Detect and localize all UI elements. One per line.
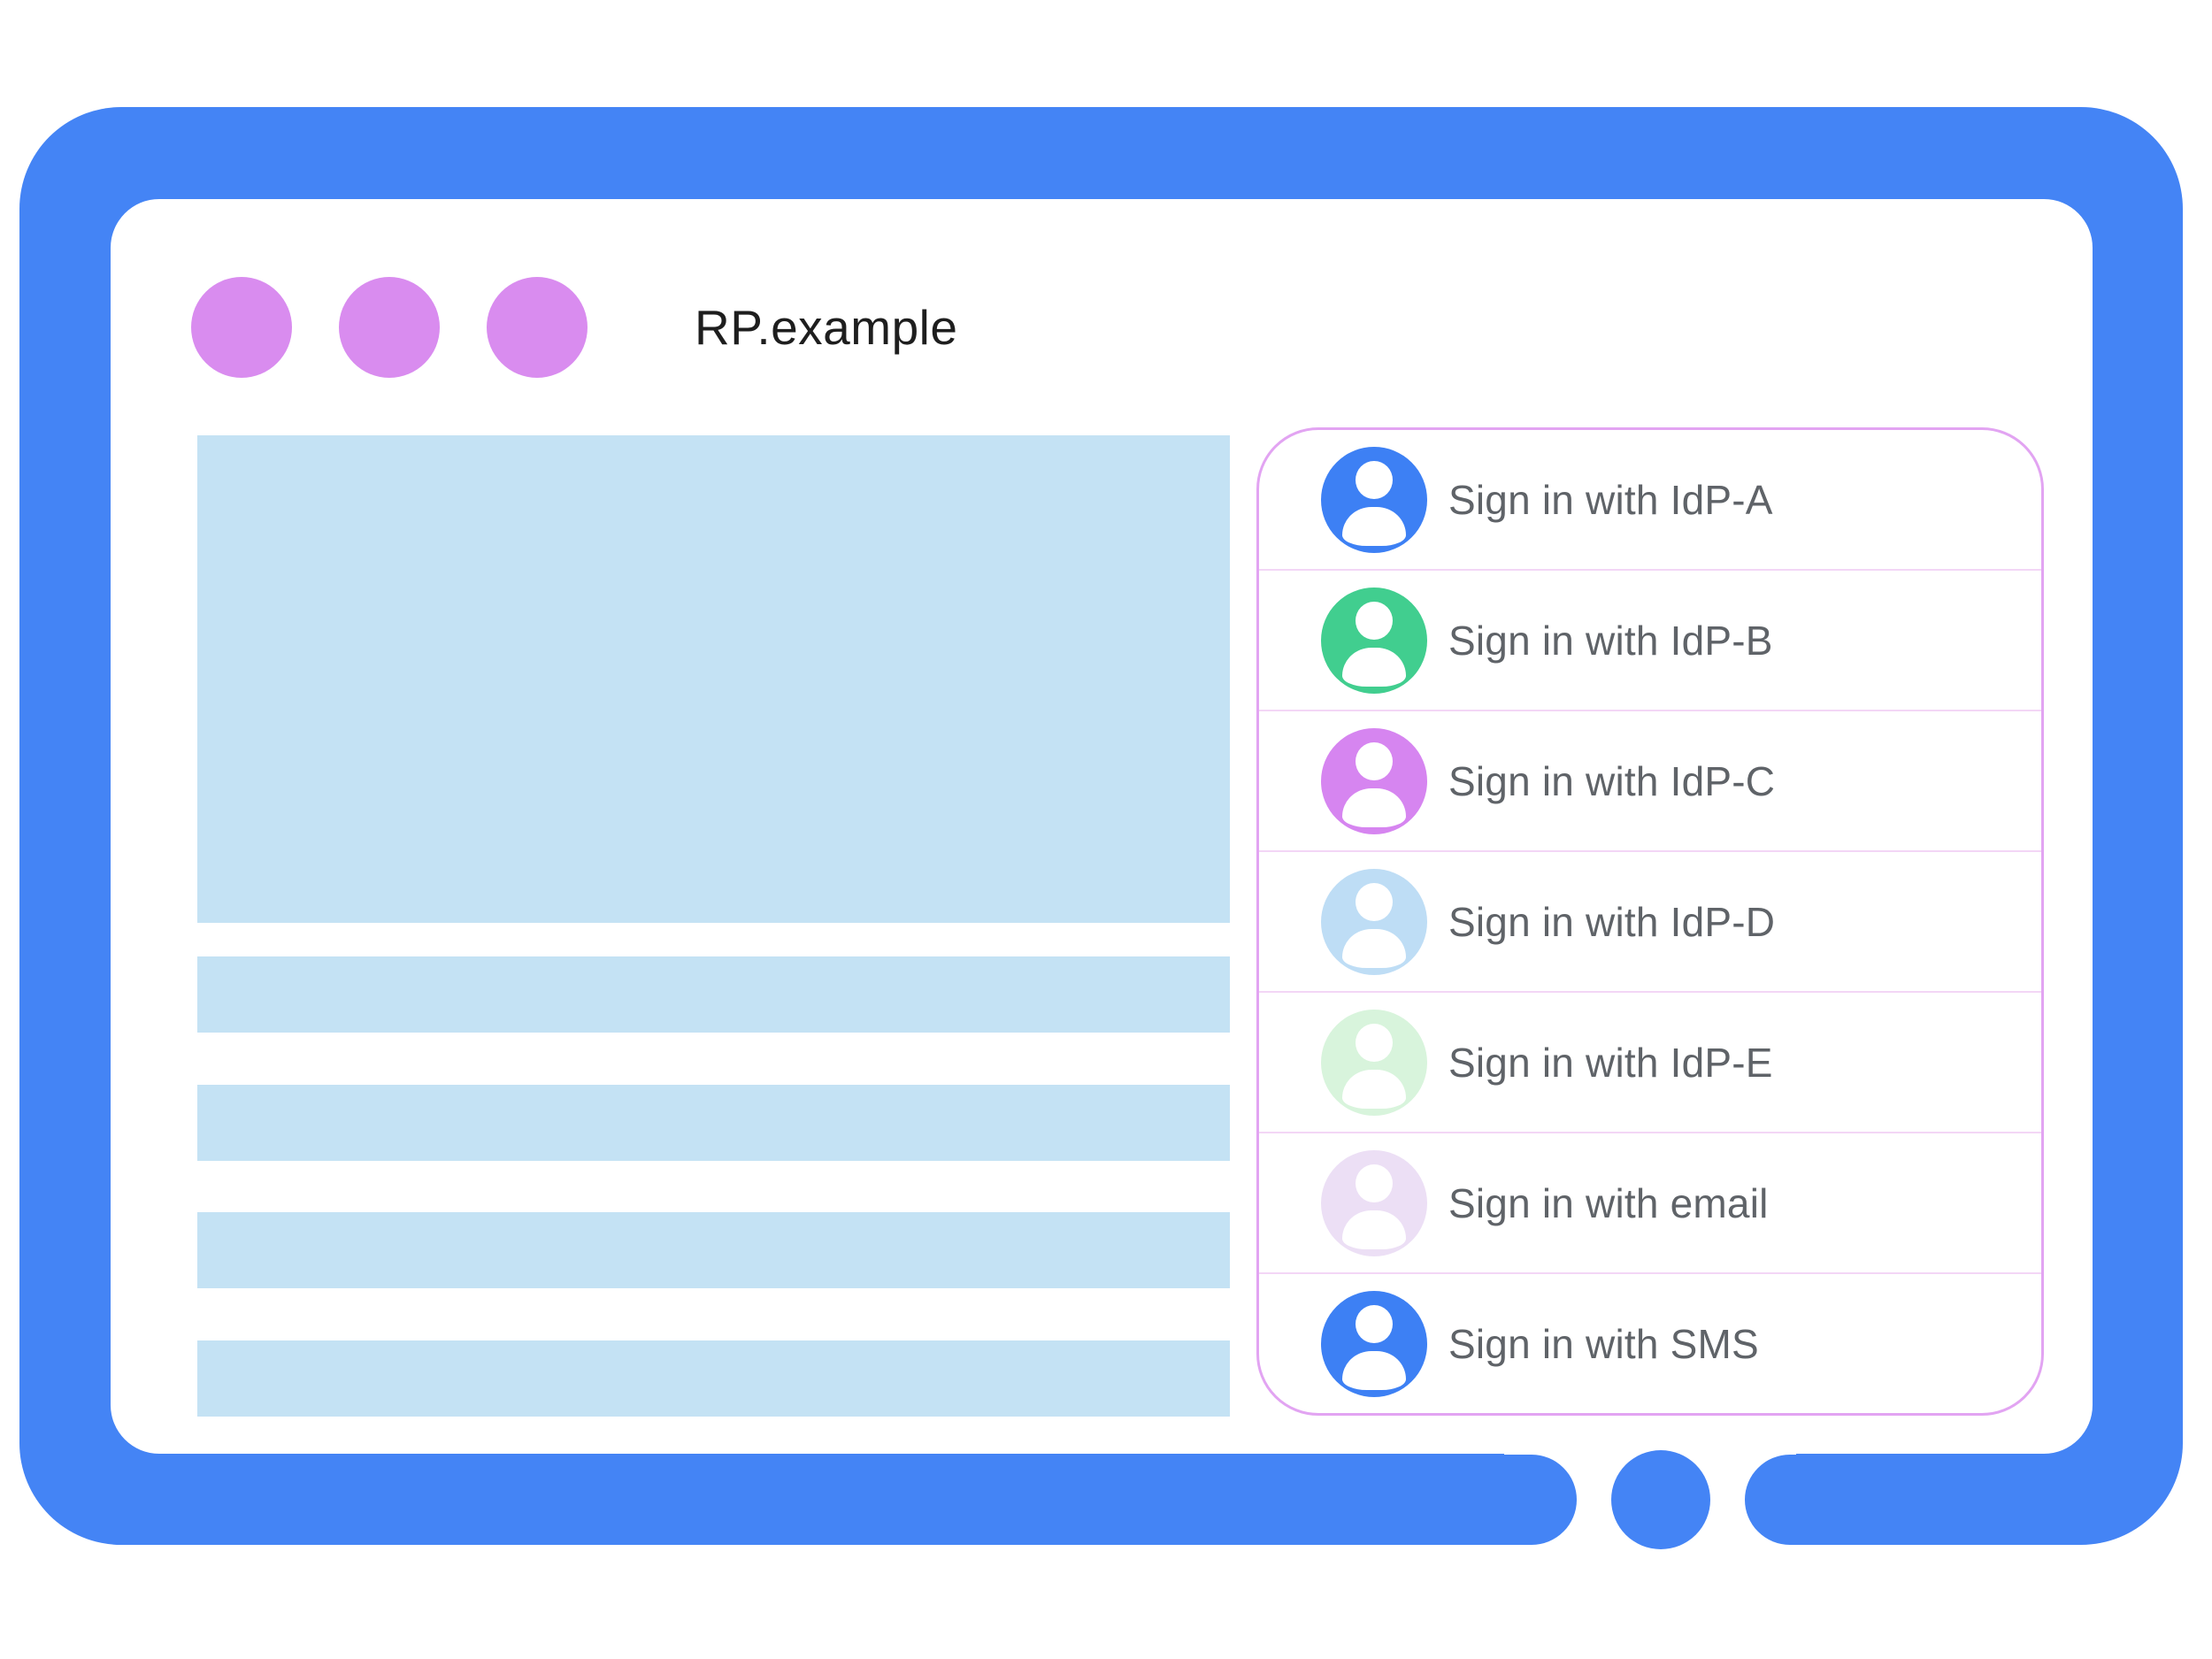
tablet-frame: RP.example Sign in with IdP-A	[19, 107, 2183, 1568]
avatar-shoulders-shape	[1342, 928, 1406, 969]
user-avatar-icon	[1321, 1290, 1427, 1397]
signin-option[interactable]: Sign in with email	[1259, 1132, 2041, 1272]
avatar-head-shape	[1356, 742, 1393, 781]
signin-option[interactable]: Sign in with IdP-D	[1259, 850, 2041, 991]
signin-option-label: Sign in with IdP-B	[1448, 617, 1773, 664]
user-avatar-icon	[1321, 587, 1427, 694]
avatar-head-shape	[1356, 1164, 1393, 1203]
window-control-dot-icon	[487, 277, 588, 378]
signin-option[interactable]: Sign in with SMS	[1259, 1272, 2041, 1413]
content-placeholder-line	[197, 1085, 1230, 1161]
content-placeholder-line	[197, 956, 1230, 1033]
window-control-dot-icon	[339, 277, 440, 378]
user-avatar-icon	[1321, 1149, 1427, 1256]
signin-option[interactable]: Sign in with IdP-E	[1259, 991, 2041, 1132]
avatar-shoulders-shape	[1342, 506, 1406, 547]
avatar-head-shape	[1356, 602, 1393, 641]
user-avatar-icon	[1321, 446, 1427, 553]
content-placeholder-line	[197, 1340, 1230, 1417]
bezel-right-cap	[1745, 1455, 2028, 1545]
signin-option[interactable]: Sign in with IdP-B	[1259, 569, 2041, 710]
user-avatar-icon	[1321, 727, 1427, 834]
signin-option-label: Sign in with IdP-D	[1448, 898, 1776, 945]
user-avatar-icon	[1321, 1009, 1427, 1116]
site-title: RP.example	[695, 300, 958, 355]
avatar-shoulders-shape	[1342, 647, 1406, 687]
window-controls	[191, 277, 588, 378]
content-placeholder-hero	[197, 435, 1230, 923]
home-button[interactable]	[1611, 1450, 1710, 1549]
avatar-head-shape	[1356, 1024, 1393, 1063]
signin-option-label: Sign in with SMS	[1448, 1320, 1759, 1367]
avatar-head-shape	[1356, 883, 1393, 922]
browser-chrome: RP.example	[191, 277, 957, 378]
window-control-dot-icon	[191, 277, 292, 378]
account-chooser-dialog: Sign in with IdP-A Sign in with IdP-B	[1256, 427, 2044, 1416]
avatar-shoulders-shape	[1342, 787, 1406, 828]
bezel-left-cap	[1294, 1455, 1577, 1545]
signin-option-label: Sign in with IdP-A	[1448, 476, 1773, 523]
avatar-head-shape	[1356, 461, 1393, 500]
avatar-head-shape	[1356, 1305, 1393, 1344]
signin-option[interactable]: Sign in with IdP-A	[1259, 430, 2041, 569]
browser-screen: RP.example Sign in with IdP-A	[111, 199, 2093, 1454]
signin-option-label: Sign in with IdP-C	[1448, 757, 1776, 804]
signin-option[interactable]: Sign in with IdP-C	[1259, 710, 2041, 850]
user-avatar-icon	[1321, 868, 1427, 975]
signin-option-label: Sign in with email	[1448, 1179, 1769, 1226]
signin-option-label: Sign in with IdP-E	[1448, 1039, 1773, 1086]
content-placeholder-line	[197, 1212, 1230, 1288]
avatar-shoulders-shape	[1342, 1069, 1406, 1110]
avatar-shoulders-shape	[1342, 1210, 1406, 1250]
avatar-shoulders-shape	[1342, 1350, 1406, 1391]
